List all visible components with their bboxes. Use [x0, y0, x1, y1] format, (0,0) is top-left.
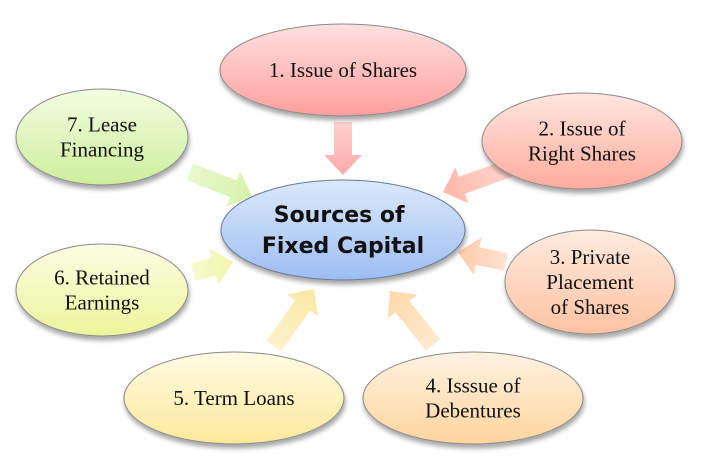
arrow-issue-of-debentures: [387, 291, 440, 351]
arrows-layer: [186, 122, 513, 352]
node-label-line: 3. Private: [550, 245, 630, 269]
node-label-line: 1. Issue of Shares: [269, 58, 417, 82]
arrow-issue-of-shares: [324, 122, 362, 175]
center-label-line: Sources of: [274, 203, 405, 228]
center-label: Sources of Fixed Capital: [262, 203, 424, 259]
node-ellipse: [15, 88, 189, 186]
node-label-line: Placement: [546, 270, 634, 294]
node-label-line: 5. Term Loans: [173, 386, 294, 410]
node-label-line: of Shares: [551, 295, 630, 319]
arrow-retained-earnings: [190, 248, 233, 286]
node-ellipse: [481, 92, 683, 190]
node-label: 1. Issue of Shares: [269, 58, 417, 82]
center-label-line: Fixed Capital: [262, 234, 424, 259]
node-ellipse: [219, 23, 467, 117]
node-label-line: Debentures: [425, 399, 521, 423]
arrow-issue-of-right-shares: [443, 159, 513, 204]
node-label-line: 7. Lease: [67, 113, 137, 137]
center-ellipse: [220, 179, 466, 281]
node-label-line: Financing: [60, 138, 144, 162]
node-ellipse: [123, 351, 345, 445]
arrow-term-loans: [266, 289, 319, 352]
node-label: 5. Term Loans: [173, 386, 294, 410]
node-label-line: 4. Isssue of: [425, 374, 520, 398]
node-ellipse: [362, 351, 584, 445]
node-label-line: Right Shares: [528, 142, 636, 166]
arrow-private-placement: [458, 237, 508, 275]
node-ellipse: [504, 229, 676, 335]
center-node: Sources of Fixed Capital: [220, 179, 466, 281]
node-label-line: 2. Issue of: [539, 117, 626, 141]
node-label-line: 6. Retained: [54, 266, 150, 290]
node-term-loans: 5. Term Loans: [123, 351, 345, 445]
node-label-line: Earnings: [65, 291, 140, 315]
node-issue-of-shares: 1. Issue of Shares: [219, 23, 467, 117]
node-ellipse: [15, 243, 189, 337]
arrow-lease-financing: [186, 163, 252, 207]
